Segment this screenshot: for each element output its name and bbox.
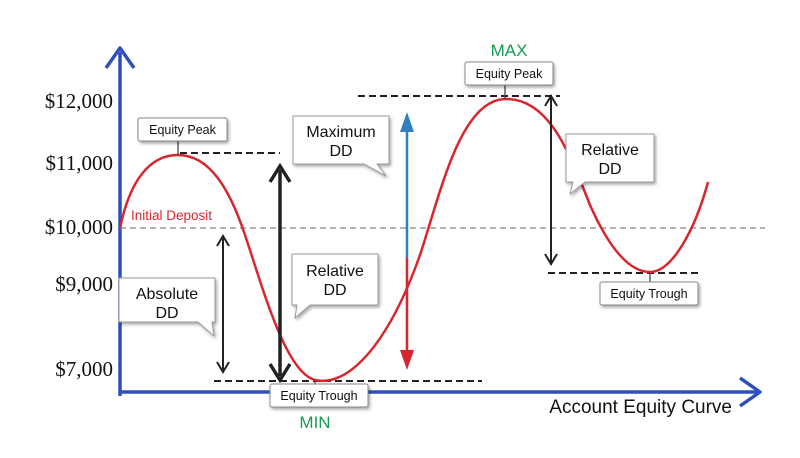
absolute-dd-arrow (216, 234, 230, 374)
equity-trough-label-center: Equity Trough (280, 389, 357, 403)
callout-maximum-dd-line2: DD (329, 143, 352, 160)
callout-maximum-dd-line1: Maximum (306, 124, 375, 141)
callout-relative-dd-right-line2: DD (598, 161, 621, 178)
callout-absolute-dd-line2: DD (155, 305, 178, 322)
callout-relative-dd-center: Relative DD (291, 253, 379, 319)
y-tick-7000: $7,000 (55, 357, 113, 381)
equity-trough-label-right: Equity Trough (610, 287, 687, 301)
callout-absolute-dd: Absolute DD (118, 277, 216, 337)
callout-relative-dd-center-line2: DD (323, 282, 346, 299)
y-tick-10000: $10,000 (45, 215, 113, 239)
callout-maximum-dd: Maximum DD (292, 115, 390, 177)
initial-deposit-label: Initial Deposit (131, 208, 212, 223)
equity-peak-label-left: Equity Peak (149, 123, 216, 137)
y-ticks: $12,000 $11,000 $10,000 $9,000 $7,000 (45, 89, 113, 381)
equity-peak-tag-left: Equity Peak (137, 117, 228, 155)
equity-curve (118, 97, 710, 383)
equity-peak-label-right: Equity Peak (476, 67, 543, 81)
callout-absolute-dd-line1: Absolute (136, 286, 198, 303)
axes (104, 46, 762, 408)
equity-trough-tag-right: Equity Trough (599, 273, 699, 306)
y-tick-11000: $11,000 (46, 151, 113, 175)
maximum-dd-arrows (400, 112, 414, 370)
min-label: MIN (299, 413, 330, 432)
equity-trough-tag-center: Equity Trough (269, 381, 369, 408)
x-axis-title: Account Equity Curve (549, 397, 732, 418)
max-dd-arrow-down-head (400, 350, 414, 370)
equity-peak-tag-right: Equity Peak (464, 61, 554, 99)
callout-relative-dd-right-line1: Relative (581, 142, 639, 159)
max-label: MAX (491, 41, 528, 60)
callout-relative-dd-right: Relative DD (565, 133, 655, 195)
max-dd-arrow-up-head (400, 112, 414, 132)
drawdown-arrows (216, 94, 558, 384)
y-tick-9000: $9,000 (55, 272, 113, 296)
callout-relative-dd-center-line1: Relative (306, 263, 364, 280)
y-axis-arrowhead (104, 46, 136, 70)
reference-lines (180, 95, 700, 382)
relative-dd-arrow-right (544, 94, 558, 266)
y-tick-12000: $12,000 (45, 89, 113, 113)
x-axis-arrowhead (738, 376, 762, 408)
relative-dd-arrow-center (268, 162, 292, 384)
